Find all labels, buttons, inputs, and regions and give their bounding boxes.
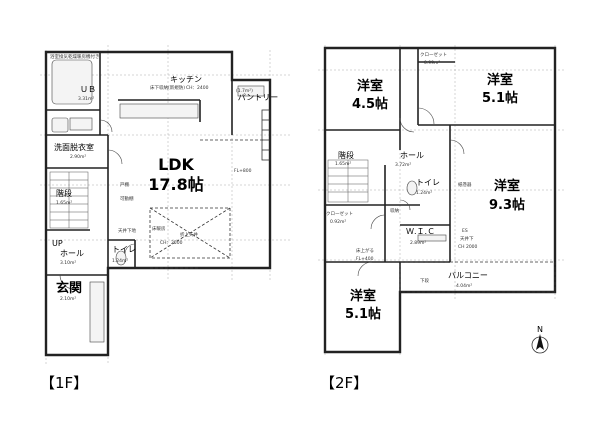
shoe-cabinet [89, 281, 105, 343]
room-e-area: 9.3帖 [489, 197, 525, 213]
stair-2f-area: 1.65m² [335, 161, 351, 167]
toilet-1f-name: トイレ [112, 245, 136, 254]
stair-1f-name: 階段 [56, 188, 72, 198]
floor1-label: 【1F】 [40, 374, 88, 392]
toilet-fixture-1f [115, 250, 127, 266]
hall-1f-name: ホール [60, 249, 84, 258]
toilet-1f-area: 1.24m² [112, 258, 128, 264]
floor1-doors [59, 119, 200, 290]
pantry-name: パントリー [238, 93, 278, 102]
kitchen-ch: CH：2400 [186, 85, 209, 91]
room-e-name: 洋室 [494, 178, 520, 194]
vanity-sink [69, 117, 93, 131]
kitchen-counter [119, 103, 199, 119]
balcony-area: 4.04m² [456, 283, 472, 289]
annotation-es: ES [462, 228, 468, 234]
floor1-ceiling-marks [149, 139, 265, 259]
ceiling-low-note: 天井下 [460, 235, 474, 242]
annotation-lower-step: 下段 [420, 277, 429, 284]
ldk-name: LDK [158, 155, 194, 174]
hall-2f-area: 3.72m² [395, 162, 411, 168]
washroom-name: 洗面脱衣室 [54, 142, 94, 152]
stair-2f-name: 階段 [338, 150, 354, 160]
compass: N [531, 325, 549, 354]
ceiling-low-ch: CH 2000 [458, 244, 478, 250]
wic-shelf [417, 234, 447, 242]
floor1-stairs [49, 171, 89, 229]
north-arrow-icon [536, 334, 544, 350]
annotation-fl800: FL+800 [234, 168, 252, 174]
room-sw-name: 洋室 [350, 288, 376, 304]
floor1-plan: LDK 17.8帖 キッチン 床下収納(新規防) CH：2400 パントリー (… [40, 45, 290, 392]
room-sw-area: 5.1帖 [345, 306, 381, 322]
toilet-2f-area: 1.24m² [416, 190, 432, 196]
closet-top-area: 0.99m² [424, 60, 440, 66]
floor2-interior-walls [325, 47, 555, 292]
wic-area: 2.89m² [410, 240, 426, 246]
hall-1f-area: 3.10m² [60, 260, 76, 266]
hall-up: UP [52, 239, 63, 248]
stair-1f-area: 1.65m² [56, 200, 72, 206]
closet-top-name: クローゼット [420, 51, 447, 58]
room-nw-name: 洋室 [357, 78, 383, 94]
ceiling-ch: CH：2500 [160, 240, 183, 246]
annotation-storage: 収納 [390, 207, 399, 214]
annotation-paper-holder: 紙巻器 [458, 181, 472, 188]
ub-name: ＵＢ [80, 85, 96, 94]
wic-name: Ｗ.Ｉ.Ｃ [406, 227, 435, 236]
compass-label: N [537, 325, 543, 334]
annotation-shelf: 可動棚 [120, 195, 134, 202]
pantry-shelf [237, 85, 265, 97]
balcony-name: バルコニー [448, 271, 488, 280]
kitchen-name: キッチン [170, 75, 202, 84]
room-nw-area: 4.5帖 [352, 96, 388, 112]
floor2-stairs [327, 159, 369, 203]
toilet-2f-name: トイレ [416, 178, 440, 187]
annotation-cupboard: 戸棚 [120, 181, 129, 188]
entrance-name: 玄関 [56, 280, 82, 296]
floor-raise-fl: FL+400 [356, 256, 374, 262]
floor2-label: 【2F】 [320, 374, 368, 392]
ceiling-note: 折上天井 [180, 231, 198, 238]
room-ne-name: 洋室 [487, 72, 513, 88]
room-ne-area: 5.1帖 [482, 90, 518, 106]
toilet-fixture-2f [406, 180, 418, 196]
floor-heating-note: 床暖房 [152, 225, 166, 232]
ub-area: 3.31m² [78, 96, 94, 102]
washing-machine [51, 117, 69, 133]
floor-raise-note: 床上がる [356, 247, 374, 254]
floor1-outer-wall [44, 50, 272, 357]
floor2-plan: 洋室 4.5帖 洋室 5.1帖 洋室 9.3帖 洋室 5.1帖 クローゼット 0… [318, 45, 565, 392]
balcony-railing [399, 261, 556, 293]
closet-mid-area: 0.92m² [330, 219, 346, 225]
pantry-area: (1.7m²) [236, 88, 253, 94]
hall-2f-name: ホール [400, 151, 424, 160]
kitchen-note: 床下収納(新規防) [150, 84, 185, 91]
closet-mid-name: クローゼット [326, 210, 353, 217]
annotation-bath-dryer: 浴室換気乾燥暖房機付き [50, 53, 100, 60]
bathtub [51, 59, 93, 105]
floor2-doors [357, 107, 465, 277]
entrance-area: 2.10m² [60, 296, 76, 302]
floor1-window-hatch [261, 109, 271, 161]
annotation-ceiling-base: 天井下地 [118, 227, 136, 234]
washroom-area: 2.90m² [70, 154, 86, 160]
ldk-area: 17.8帖 [148, 175, 203, 194]
floor1-interior-walls [46, 52, 233, 276]
